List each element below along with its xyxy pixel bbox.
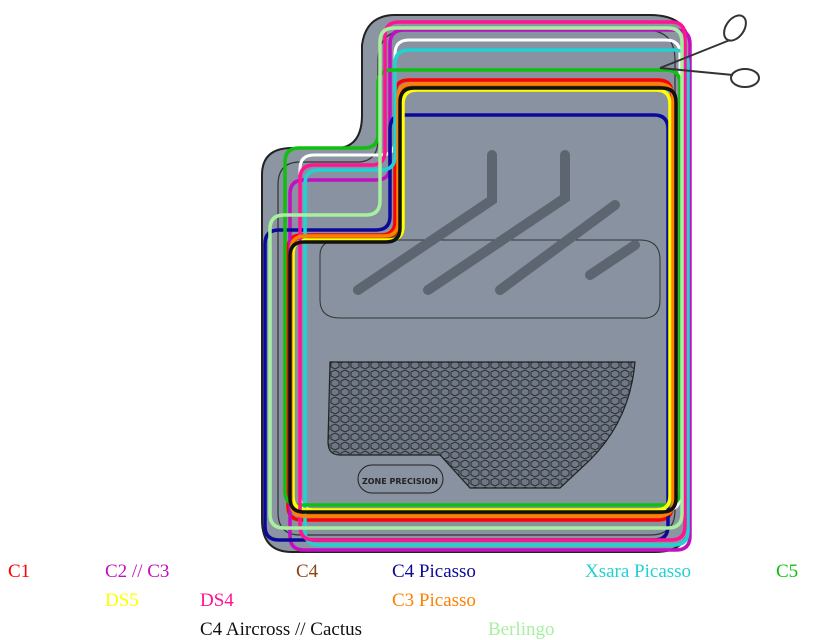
legend-item: C4 Picasso [392,561,476,582]
hex-grip-area [327,361,636,489]
legend-item: C5 [776,561,799,582]
legend-item: C2 // C3 [105,561,170,582]
legend-item: Xsara Picasso [585,561,692,582]
legend-item: DS5 [105,590,139,611]
zone-precision-logo: ZONE PRECISION [357,464,444,494]
svg-text:ZONE PRECISION: ZONE PRECISION [362,477,438,486]
legend-item: C1 [8,561,31,582]
trim-lines [263,20,692,552]
trim-line-berlingo [268,26,684,530]
trim-line-c5 [283,68,682,507]
legend-item: C4 Aircross // Cactus [200,619,363,640]
legend-item: C4 [296,561,319,582]
trim-line-ds4 [298,20,687,542]
trim-line-ds5 [291,88,672,512]
trim-line-c4-picasso [263,113,670,542]
trim-line-c4-aircross-cactus [288,86,678,514]
legend-item: DS4 [200,590,234,611]
legend-item: Berlingo [488,619,555,640]
ridges [353,150,640,295]
trim-line-xsara-picasso [303,48,690,547]
scissors-icon [659,14,760,88]
floor-mat-diagram: ZONE PRECISION [261,14,760,553]
legend-item: C3 Picasso [392,590,476,611]
